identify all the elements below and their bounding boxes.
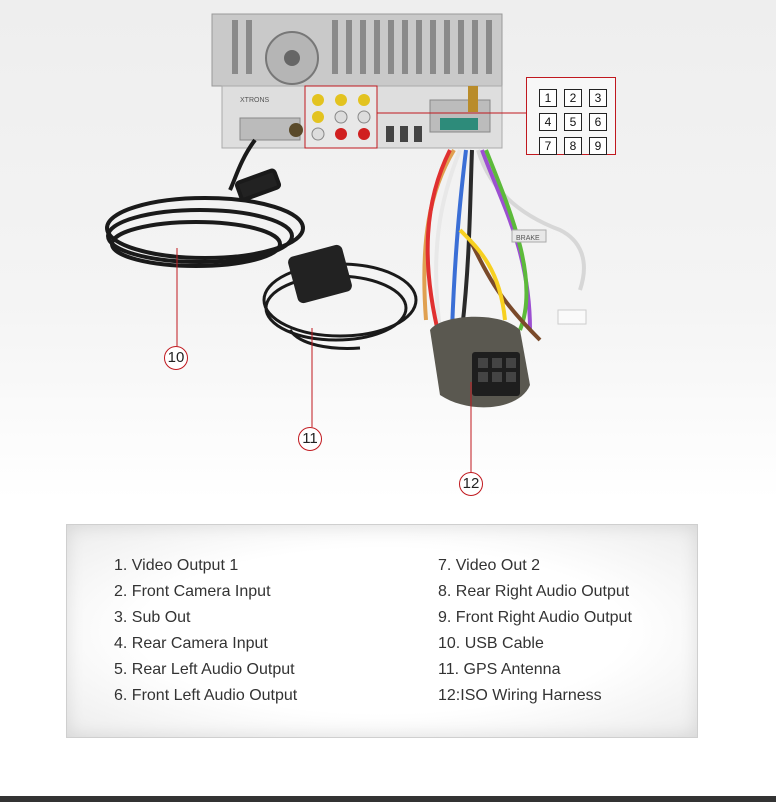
usb-cable <box>105 138 305 268</box>
port-number-8: 8 <box>564 137 582 155</box>
wiring-illustration: XTRONS <box>105 13 587 472</box>
legend-panel: 1. Video Output 1 2. Front Camera Input … <box>66 524 698 738</box>
product-photo: XTRONS <box>0 0 776 500</box>
port-number-9: 9 <box>589 137 607 155</box>
legend-column-left: 1. Video Output 1 2. Front Camera Input … <box>114 555 297 711</box>
legend-column-right: 7. Video Out 2 8. Rear Right Audio Outpu… <box>438 555 632 711</box>
port-number-4: 4 <box>539 113 557 131</box>
legend-item: 7. Video Out 2 <box>438 557 540 574</box>
port-number-3: 3 <box>589 89 607 107</box>
legend-item: 11. GPS Antenna <box>438 661 561 678</box>
callout-usb-cable: 10 <box>164 346 188 370</box>
port-number-5: 5 <box>564 113 582 131</box>
legend-item: 2. Front Camera Input <box>114 583 271 600</box>
rca-panel <box>304 85 378 149</box>
head-unit-chassis: XTRONS <box>211 13 503 149</box>
port-number-2: 2 <box>564 89 582 107</box>
legend-item: 10. USB Cable <box>438 635 544 652</box>
port-number-6: 6 <box>589 113 607 131</box>
legend-item: 3. Sub Out <box>114 609 191 626</box>
legend-item: 6. Front Left Audio Output <box>114 687 298 704</box>
port-number-7: 7 <box>539 137 557 155</box>
legend-item: 1. Video Output 1 <box>114 557 239 574</box>
brake-tag-text: BRAKE <box>516 235 540 242</box>
legend-item: 8. Rear Right Audio Output <box>438 583 630 600</box>
gps-antenna <box>262 244 418 350</box>
iso-connector <box>430 316 530 408</box>
bottom-divider <box>0 796 776 802</box>
callout-gps-antenna: 11 <box>298 427 322 451</box>
legend-item: 5. Rear Left Audio Output <box>114 661 295 678</box>
legend-item: 12:ISO Wiring Harness <box>438 687 602 704</box>
legend-item: 4. Rear Camera Input <box>114 635 268 652</box>
port-number-grid: 1 2 3 4 5 6 7 8 9 <box>526 77 616 155</box>
legend-item: 9. Front Right Audio Output <box>438 609 632 626</box>
brand-text: XTRONS <box>240 97 270 104</box>
wiring-harness <box>422 148 586 342</box>
port-number-1: 1 <box>539 89 557 107</box>
callout-iso-harness: 12 <box>459 472 483 496</box>
